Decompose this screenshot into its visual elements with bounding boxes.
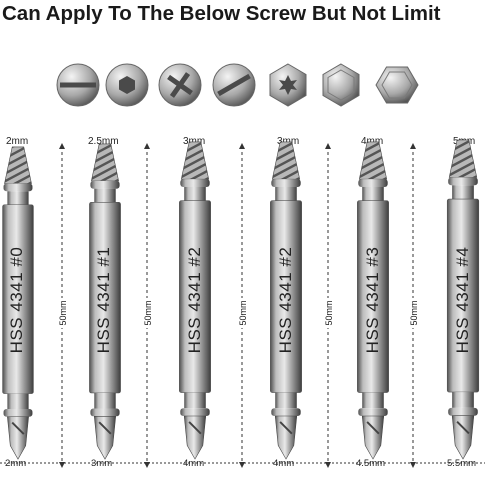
top-size-label: 2mm — [6, 136, 29, 147]
bottom-size-label: 4.5mm — [356, 458, 386, 469]
flat-slot-icon — [212, 63, 256, 107]
bit-engraving: HSS 4341 #3 — [363, 246, 382, 354]
top-size-label: 2.5mm — [88, 136, 119, 147]
top-size-label: 4mm — [361, 136, 384, 147]
bit-engraving: HSS 4341 #4 — [453, 246, 472, 354]
top-size-label: 3mm — [183, 136, 206, 147]
bit-engraving: HSS 4341 #1 — [94, 246, 113, 354]
bit-engraving: HSS 4341 #2 — [276, 246, 295, 354]
top-size-label: 3mm — [277, 136, 300, 147]
phillips-icon — [158, 63, 202, 107]
flat-slot-icon — [56, 63, 100, 107]
headline: Can Apply To The Below Screw But Not Lim… — [2, 2, 441, 25]
bit-engraving: HSS 4341 #0 — [7, 246, 26, 354]
screw-head-row — [0, 62, 485, 112]
bit-engraving: HSS 4341 #2 — [185, 246, 204, 354]
bottom-size-label: 4mm — [273, 458, 295, 469]
hex-head-icon — [375, 66, 419, 104]
bottom-size-label: 2mm — [5, 458, 27, 469]
hex-head-icon — [322, 63, 360, 107]
hex-socket-icon — [105, 63, 149, 107]
torx-icon — [269, 63, 307, 107]
